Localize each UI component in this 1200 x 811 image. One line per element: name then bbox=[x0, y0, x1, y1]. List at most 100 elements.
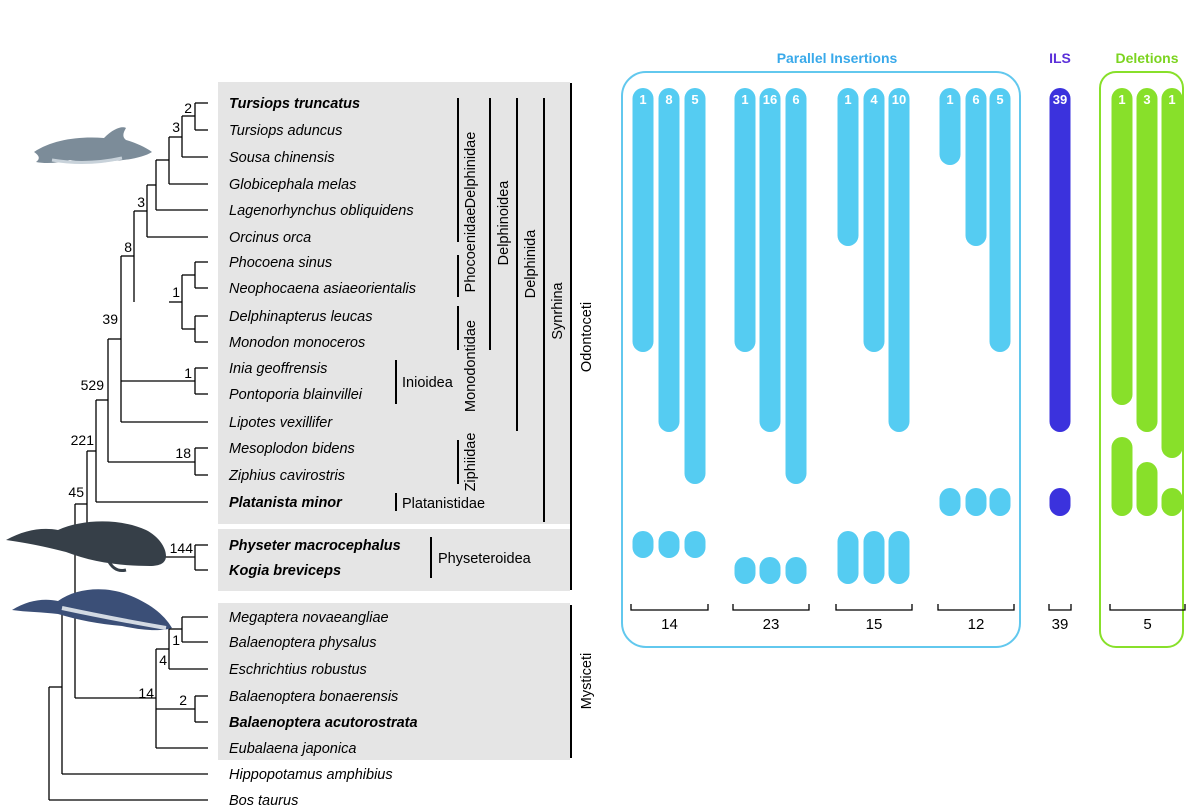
parallel-insertion-bar-count: 6 bbox=[792, 92, 799, 107]
parallel-insertion-bar-count: 1 bbox=[741, 92, 748, 107]
parallel-insertion-bar bbox=[888, 88, 910, 432]
baleen-whale-icon bbox=[12, 589, 172, 631]
node-support-label: 221 bbox=[71, 432, 95, 448]
total-bracket bbox=[1048, 604, 1072, 611]
species-label: Balaenoptera bonaerensis bbox=[229, 689, 398, 705]
synrhina-label: Synrhina bbox=[550, 281, 566, 339]
species-label: Megaptera novaeangliae bbox=[229, 610, 389, 626]
parallel-insertion-bar bbox=[632, 88, 654, 352]
total-bracket bbox=[732, 604, 810, 611]
species-label: Sousa chinensis bbox=[229, 150, 335, 166]
node-support-label: 14 bbox=[138, 685, 154, 701]
totals: 14 23 15 12 39 5 bbox=[630, 604, 1186, 633]
node-support-label: 1 bbox=[172, 632, 180, 648]
species-label: Kogia breviceps bbox=[229, 563, 341, 579]
deletions-header: Deletions bbox=[1115, 50, 1178, 66]
node-support-label: 4 bbox=[159, 652, 167, 668]
physeteroidea-panel bbox=[218, 529, 570, 591]
species-label: Platanista minor bbox=[229, 495, 343, 511]
species-label: Delphinapterus leucas bbox=[229, 309, 372, 325]
parallel-insertion-bar bbox=[939, 88, 961, 165]
total-bracket bbox=[630, 604, 709, 611]
species-label: Ziphius cavirostris bbox=[228, 468, 345, 484]
node-support-label: 1 bbox=[184, 365, 192, 381]
species-label: Balaenoptera acutorostrata bbox=[229, 715, 418, 731]
deletion-bar bbox=[1161, 88, 1183, 458]
species-label: Hippopotamus amphibius bbox=[229, 767, 393, 783]
species-label: Phocoena sinus bbox=[229, 255, 332, 271]
parallel-insertion-bar-count: 4 bbox=[870, 92, 878, 107]
ils-bar bbox=[1049, 488, 1071, 516]
total-label: 12 bbox=[968, 616, 985, 633]
species-label: Tursiops aduncus bbox=[229, 123, 342, 139]
deletion-bar bbox=[1136, 88, 1158, 432]
parallel-insertion-bar bbox=[939, 488, 961, 516]
total-label: 23 bbox=[763, 616, 780, 633]
species-label: Lipotes vexillifer bbox=[229, 415, 333, 431]
ils-bars: 39 bbox=[1049, 88, 1071, 516]
species-label: Globicephala melas bbox=[229, 177, 356, 193]
deletion-bar bbox=[1136, 462, 1158, 516]
total-bracket bbox=[835, 604, 913, 611]
species-label: Balaenoptera physalus bbox=[229, 635, 377, 651]
parallel-insertion-bar bbox=[759, 88, 781, 432]
deletion-bar bbox=[1111, 437, 1133, 516]
species-label: Monodon monoceros bbox=[229, 335, 365, 351]
parallel-insertion-bar bbox=[989, 488, 1011, 516]
platanistidae-label: Platanistidae bbox=[402, 496, 485, 512]
node-support-label: 3 bbox=[172, 119, 180, 135]
species-label: Bos taurus bbox=[229, 793, 298, 809]
species-label: Neophocaena asiaeorientalis bbox=[229, 281, 416, 297]
species-label: Eschrichtius robustus bbox=[229, 662, 367, 678]
parallel-insertion-bar bbox=[837, 531, 859, 584]
delphinoidea-label: Delphinoidea bbox=[496, 180, 512, 266]
ils-bar bbox=[1049, 88, 1071, 432]
parallel-insertion-bar bbox=[863, 88, 885, 352]
deletion-bar-count: 3 bbox=[1143, 92, 1150, 107]
parallel-insertion-bar-count: 10 bbox=[892, 92, 906, 107]
total-label: 39 bbox=[1052, 616, 1069, 633]
total-bracket bbox=[937, 604, 1015, 611]
deletion-bar-count: 1 bbox=[1118, 92, 1125, 107]
parallel-insertion-bar bbox=[785, 88, 807, 484]
node-support-label: 39 bbox=[102, 311, 118, 327]
parallel-insertion-bar bbox=[658, 88, 680, 432]
parallel-insertion-bar-count: 16 bbox=[763, 92, 777, 107]
parallel-insertion-bar bbox=[734, 88, 756, 352]
odontoceti-label: Odontoceti bbox=[579, 302, 595, 372]
phocoenidae-label: Phocoenidae bbox=[463, 208, 479, 293]
parallel-insertions-panel bbox=[621, 71, 1021, 648]
total-label: 14 bbox=[661, 616, 678, 633]
parallel-insertion-bar bbox=[734, 557, 756, 584]
node-support-label: 2 bbox=[184, 100, 192, 116]
parallel-insertion-bar bbox=[989, 88, 1011, 352]
ziphiidae-label: Ziphiidae bbox=[463, 433, 479, 492]
parallel-insertion-bar bbox=[684, 88, 706, 484]
phylogenetic-tree bbox=[48, 102, 208, 801]
mysticeti-label: Mysticeti bbox=[579, 653, 595, 709]
delphinida-label: Delphinida bbox=[523, 229, 539, 298]
node-support-label: 18 bbox=[175, 445, 191, 461]
species-label: Orcinus orca bbox=[229, 230, 311, 246]
deletion-bar bbox=[1161, 488, 1183, 516]
species-label: Eubalaena japonica bbox=[229, 741, 356, 757]
inioidea-label: Inioidea bbox=[402, 375, 454, 391]
parallel-insertion-bar bbox=[863, 531, 885, 584]
ils-header: ILS bbox=[1049, 50, 1071, 66]
parallel-insertion-bar bbox=[965, 488, 987, 516]
species-label: Mesoplodon bidens bbox=[229, 441, 355, 457]
dolphin-icon bbox=[34, 127, 152, 164]
parallel-insertion-bar-count: 1 bbox=[844, 92, 851, 107]
species-label: Inia geoffrensis bbox=[229, 361, 327, 377]
total-label: 15 bbox=[866, 616, 883, 633]
parallel-insertion-bar bbox=[965, 88, 987, 246]
node-support-label: 2 bbox=[179, 692, 187, 708]
parallel-insertion-bar-count: 6 bbox=[972, 92, 979, 107]
mysticeti-panel bbox=[218, 603, 570, 760]
parallel-insertions-header: Parallel Insertions bbox=[777, 50, 898, 66]
parallel-insertion-bar-count: 1 bbox=[639, 92, 646, 107]
total-label: 5 bbox=[1143, 616, 1151, 633]
